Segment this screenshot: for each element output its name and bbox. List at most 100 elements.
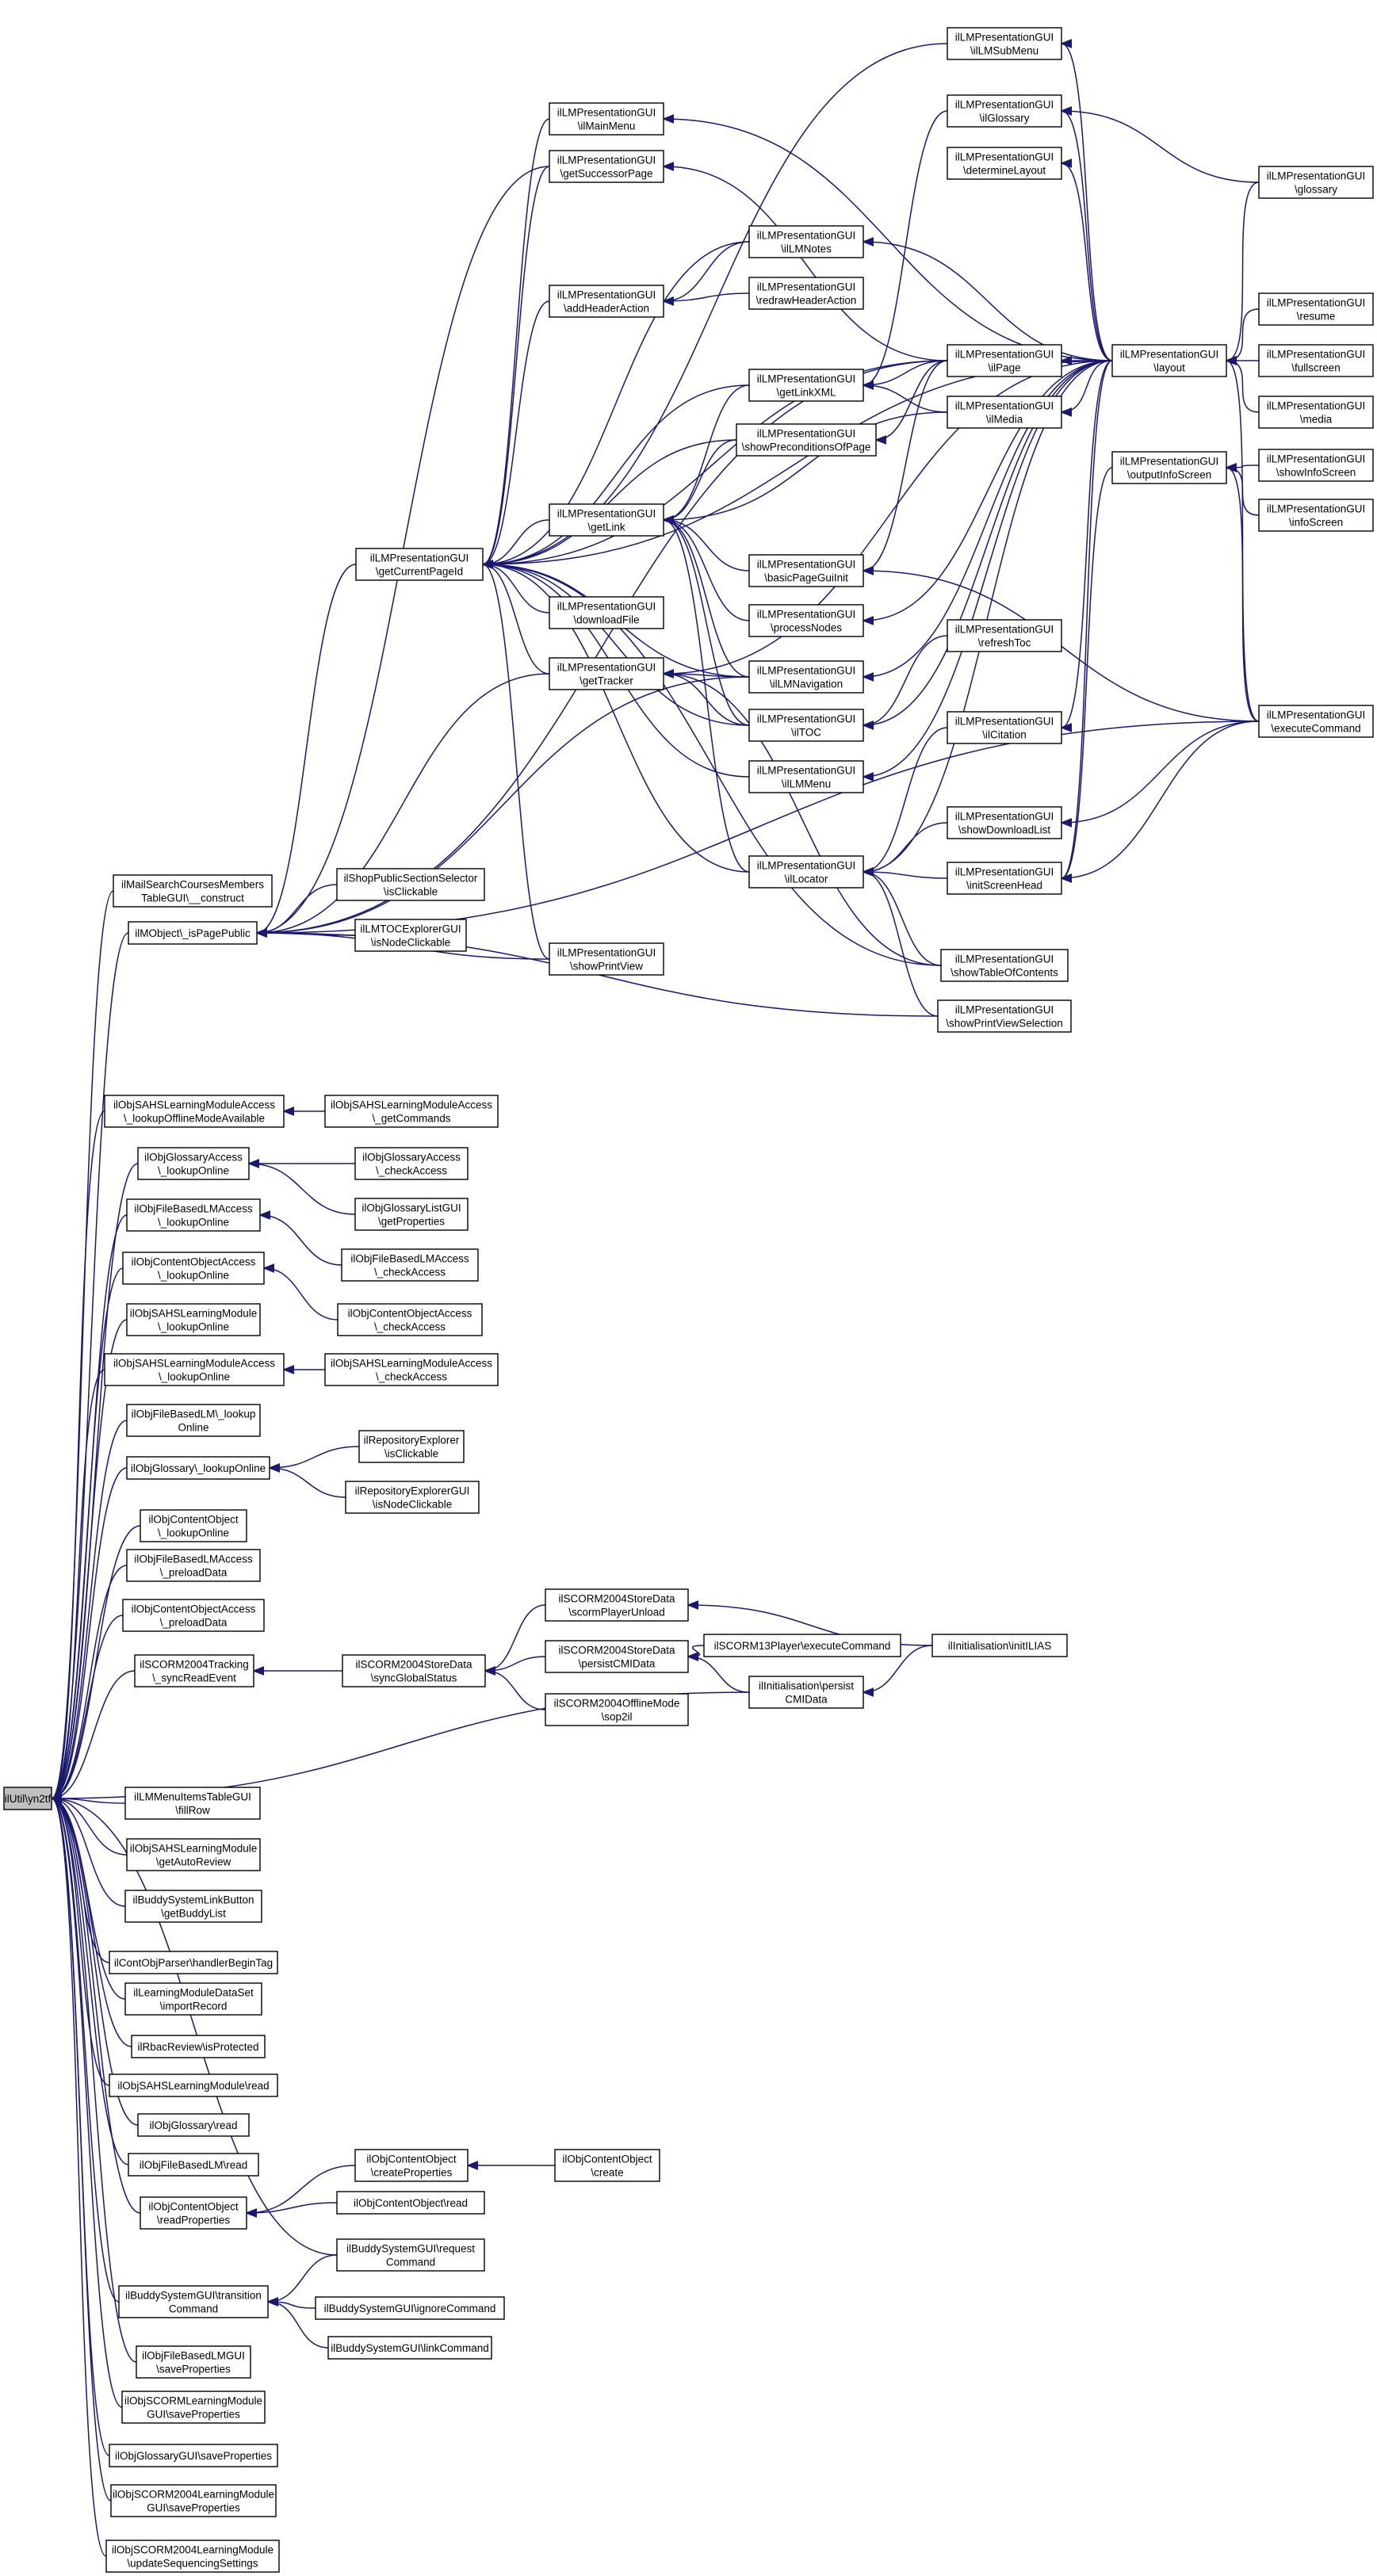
node-printview[interactable]: ilLMPresentationGUI\showPrintView — [549, 942, 664, 976]
node-buddyignore[interactable]: ilBuddySystemGUI\ignoreCommand — [315, 2296, 505, 2320]
node-fblmpre[interactable]: ilObjFileBasedLMAccess\_preloadData — [126, 1549, 261, 1582]
node-coacc-box — [122, 1252, 265, 1285]
node-sahsread[interactable]: ilObjSAHSLearningModule\read — [109, 2073, 278, 2097]
node-sop2il[interactable]: ilSCORM2004OfflineMode\sop2il — [545, 1693, 689, 1726]
node-glossacc[interactable]: ilObjGlossaryAccess\_lookupOnline — [137, 1147, 250, 1180]
node-sahsacc_chk[interactable]: ilObjSAHSLearningModuleAccess\_checkAcce… — [324, 1353, 499, 1386]
node-media[interactable]: ilLMPresentationGUI\media — [1258, 396, 1374, 429]
node-coacc_chk[interactable]: ilObjContentObjectAccess\_checkAccess — [337, 1303, 483, 1336]
node-ispub[interactable]: ilMObject\_isPagePublic — [128, 921, 258, 945]
node-fblm[interactable]: ilObjFileBasedLM\_lookupOnline — [126, 1404, 261, 1437]
node-glossread[interactable]: ilObjGlossary\read — [137, 2113, 250, 2137]
node-ilpage[interactable]: ilLMPresentationGUI\ilPage — [947, 344, 1062, 377]
node-execcmd[interactable]: ilLMPresentationGUI\executeCommand — [1258, 705, 1374, 738]
node-persistcmi[interactable]: ilSCORM2004StoreData\persistCMIData — [545, 1640, 689, 1673]
node-rbac[interactable]: ilRbacReview\isProtected — [131, 2035, 266, 2058]
node-coreadprops[interactable]: ilObjContentObject\readProperties — [140, 2196, 247, 2230]
node-syncglobal[interactable]: ilSCORM2004StoreData\syncGlobalStatus — [342, 1654, 486, 1687]
node-fblmpre-label-2: \_preloadData — [160, 1567, 228, 1579]
node-submenu[interactable]: ilLMPresentationGUI\ilLMSubMenu — [947, 27, 1062, 60]
node-showtoc[interactable]: ilLMPresentationGUI\showTableOfContents — [940, 949, 1069, 982]
node-refreshtoc[interactable]: ilLMPresentationGUI\refreshToc — [947, 619, 1062, 652]
node-outinfo[interactable]: ilLMPresentationGUI\outputInfoScreen — [1111, 451, 1227, 484]
node-buddylinkcmd[interactable]: ilBuddySystemGUI\linkCommand — [327, 2336, 492, 2360]
node-succ[interactable]: ilLMPresentationGUI\getSuccessorPage — [549, 150, 664, 183]
node-sahsgetcmd[interactable]: ilObjSAHSLearningModuleAccess\_getComman… — [324, 1095, 499, 1128]
node-buddylink[interactable]: ilBuddySystemLinkButton\getBuddyList — [124, 1890, 262, 1923]
node-locator-label-2: \ilLocator — [785, 873, 828, 885]
node-cocreate[interactable]: ilObjContentObject\create — [554, 2149, 660, 2182]
node-locator[interactable]: ilLMPresentationGUI\ilLocator — [748, 855, 864, 889]
node-coreadprops-box — [140, 2196, 247, 2230]
node-precond[interactable]: ilLMPresentationGUI\showPreconditionsOfP… — [736, 423, 877, 457]
node-infoscr[interactable]: ilLMPresentationGUI\infoScreen — [1258, 499, 1374, 532]
node-glossacc_chk[interactable]: ilObjGlossaryAccess\_checkAccess — [354, 1147, 469, 1180]
node-redraw[interactable]: ilLMPresentationGUI\redrawHeaderAction — [748, 277, 864, 310]
node-detlayout[interactable]: ilLMPresentationGUI\determineLayout — [947, 147, 1062, 180]
node-citation[interactable]: ilLMPresentationGUI\ilCitation — [947, 711, 1062, 744]
node-lmnav[interactable]: ilLMPresentationGUI\ilLMNavigation — [748, 660, 864, 694]
node-scorm2004gui[interactable]: ilObjSCORM2004LearningModuleGUI\saveProp… — [110, 2484, 277, 2517]
node-menuitems[interactable]: ilLMMenuItemsTableGUI\fillRow — [124, 1787, 261, 1820]
node-scormtrack[interactable]: ilSCORM2004Tracking\_syncReadEvent — [134, 1654, 254, 1687]
node-fullscreen[interactable]: ilLMPresentationGUI\fullscreen — [1258, 344, 1374, 377]
edge-scormtrack-to-root — [52, 1670, 136, 1798]
node-sahsacc[interactable]: ilObjSAHSLearningModuleAccess\_lookupOnl… — [104, 1353, 285, 1386]
node-playerunload[interactable]: ilSCORM2004StoreData\scormPlayerUnload — [545, 1588, 689, 1622]
node-sahsoffline[interactable]: ilObjSAHSLearningModuleAccess\_lookupOff… — [104, 1095, 285, 1128]
node-sahslm[interactable]: ilObjSAHSLearningModule\_lookupOnline — [126, 1303, 261, 1336]
node-initpersist[interactable]: ilInitialisation\persistCMIData — [748, 1676, 864, 1709]
node-ilmedia[interactable]: ilLMPresentationGUI\ilMedia — [947, 396, 1062, 429]
node-showdl[interactable]: ilLMPresentationGUI\showDownloadList — [947, 806, 1062, 839]
node-execcmd-label-1: ilLMPresentationGUI — [1267, 709, 1366, 721]
node-coread[interactable]: ilObjContentObject\read — [336, 2191, 485, 2215]
node-printsel[interactable]: ilLMPresentationGUI\showPrintViewSelecti… — [937, 999, 1072, 1033]
node-notes[interactable]: ilLMPresentationGUI\ilLMNotes — [748, 225, 864, 258]
node-coacc[interactable]: ilObjContentObjectAccess\_lookupOnline — [122, 1252, 265, 1285]
node-scorm13[interactable]: ilSCORM13Player\executeCommand — [703, 1634, 901, 1657]
node-fblmgui[interactable]: ilObjFileBasedLMGUI\saveProperties — [136, 2345, 251, 2379]
node-fblmread[interactable]: ilObjFileBasedLM\read — [128, 2153, 259, 2177]
node-tracker-label-1: ilLMPresentationGUI — [557, 662, 656, 674]
node-mainmenu[interactable]: ilLMPresentationGUI\ilMainMenu — [549, 102, 664, 136]
node-initscr[interactable]: ilLMPresentationGUI\initScreenHead — [947, 862, 1062, 895]
node-resume[interactable]: ilLMPresentationGUI\resume — [1258, 292, 1374, 326]
node-gloss[interactable]: ilObjGlossary\_lookupOnline — [126, 1456, 270, 1480]
node-copre[interactable]: ilObjContentObjectAccess\_preloadData — [122, 1599, 265, 1632]
node-procnodes[interactable]: ilLMPresentationGUI\processNodes — [748, 604, 864, 637]
node-fblmacc[interactable]: ilObjFileBasedLMAccess\_lookupOnline — [126, 1198, 261, 1232]
node-initilias[interactable]: ilInitialisation\initILIAS — [931, 1634, 1068, 1657]
node-iltoc[interactable]: ilLMPresentationGUI\ilTOC — [748, 709, 864, 742]
node-basicinit[interactable]: ilLMPresentationGUI\basicPageGuiInit — [748, 554, 864, 587]
node-cocreateprops[interactable]: ilObjContentObject\createProperties — [354, 2149, 469, 2182]
node-lmtoc[interactable]: ilLMTOCExplorerGUI\isNodeClickable — [354, 919, 467, 952]
node-iltoc-label-1: ilLMPresentationGUI — [757, 713, 856, 725]
node-autoreview[interactable]: ilObjSAHSLearningModule\getAutoReview — [126, 1838, 261, 1871]
node-lmmenu[interactable]: ilLMPresentationGUI\ilLMMenu — [748, 760, 864, 793]
node-repexp[interactable]: ilRepositoryExplorer\isClickable — [358, 1430, 465, 1463]
node-glossary2[interactable]: ilLMPresentationGUI\glossary — [1258, 166, 1374, 199]
node-lmdataset[interactable]: ilLearningModuleDataSet\importRecord — [124, 1982, 262, 2016]
node-curpage[interactable]: ilLMPresentationGUI\getCurrentPageId — [355, 548, 484, 581]
node-getlink[interactable]: ilLMPresentationGUI\getLink — [549, 503, 664, 537]
node-glosslist[interactable]: ilObjGlossaryListGUI\getProperties — [354, 1198, 469, 1231]
node-layout[interactable]: ilLMPresentationGUI\layout — [1111, 344, 1227, 377]
node-contobjparser[interactable]: ilContObjParser\handlerBeginTag — [109, 1951, 278, 1974]
node-root[interactable]: ilUtil\yn2tf — [3, 1787, 52, 1810]
node-tracker[interactable]: ilLMPresentationGUI\getTracker — [549, 657, 664, 690]
node-mail[interactable]: ilMailSearchCoursesMembersTableGUI\__con… — [113, 874, 273, 908]
node-scorm2004upd[interactable]: ilObjSCORM2004LearningModule\updateSeque… — [105, 2540, 280, 2573]
node-scormlmgui[interactable]: ilObjSCORMLearningModuleGUI\saveProperti… — [121, 2391, 266, 2424]
node-glossaryI[interactable]: ilLMPresentationGUI\ilGlossary — [947, 94, 1062, 128]
node-glossgui[interactable]: ilObjGlossaryGUI\saveProperties — [109, 2444, 278, 2467]
node-showinfo[interactable]: ilLMPresentationGUI\showInfoScreen — [1258, 449, 1374, 482]
node-repexpgui[interactable]: ilRepositoryExplorerGUI\isNodeClickable — [345, 1481, 480, 1514]
node-linkxml[interactable]: ilLMPresentationGUI\getLinkXML — [748, 369, 864, 402]
node-fblmacc_chk[interactable]: ilObjFileBasedLMAccess\_checkAccess — [341, 1248, 479, 1282]
node-addhdr[interactable]: ilLMPresentationGUI\addHeaderAction — [549, 285, 664, 318]
node-co[interactable]: ilObjContentObject\_lookupOnline — [140, 1509, 247, 1542]
node-shop[interactable]: ilShopPublicSectionSelector\isClickable — [336, 868, 485, 901]
node-download[interactable]: ilLMPresentationGUI\downloadFile — [549, 596, 664, 629]
